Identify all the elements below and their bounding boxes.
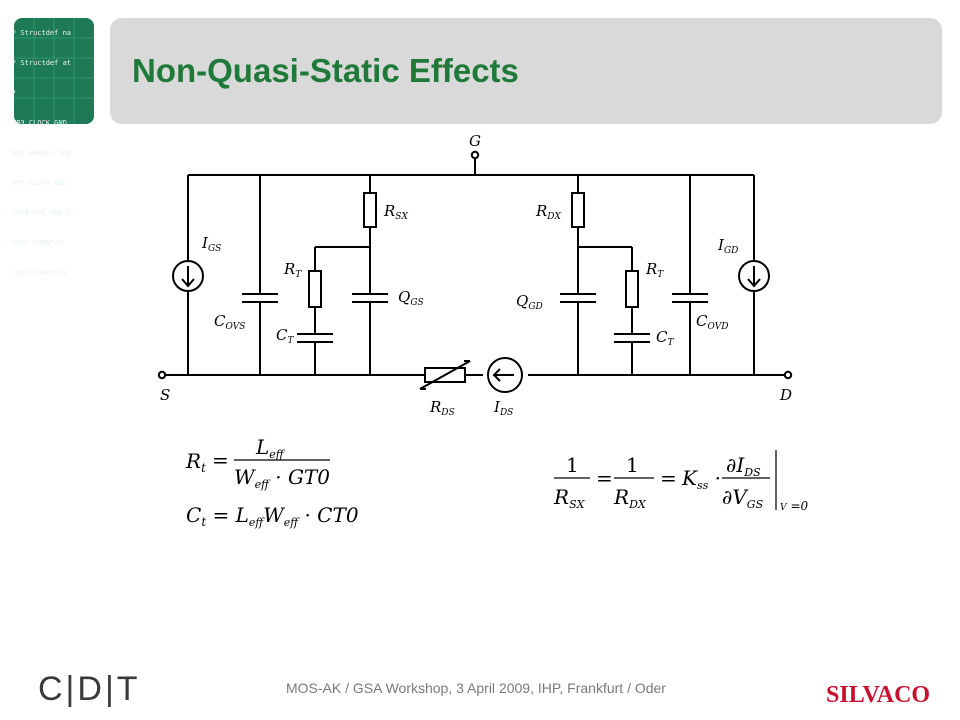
svg-text:Rt: Rt [185,449,206,475]
code-line: VP7 CLEAR GND [12,179,67,187]
rsx-rdx-equation: 1 RSX = 1 RDX = Kss · ∂IDS ∂VGS V=0 [553,450,809,513]
code-line: VP18 VDD GND D [12,209,72,217]
cdt-logo: C|D|T [38,670,141,708]
rt-equation: Rt = Leff Weff · GT0 [185,435,330,491]
node-g-label: G [469,132,481,150]
code-line: * [12,89,17,97]
svg-text:=: = [212,448,229,472]
svg-text:Ct = LeffWeff · CT0: Ct = LeffWeff · CT0 [186,503,359,529]
svg-text:=: = [596,466,613,490]
svg-text:1: 1 [626,453,639,477]
i-gs-label: IGS [201,234,221,254]
svg-text:∂VGS: ∂VGS [722,485,764,511]
svg-text:RSX: RSX [553,485,586,511]
r-dx-label: RDX [535,202,562,222]
node-d-label: D [779,386,792,404]
code-line: VP3 CLOCK GND [12,119,67,127]
svg-text:=: = [660,466,677,490]
ct-equation: Ct = LeffWeff · CT0 [186,503,359,529]
footer-text: MOS-AK / GSA Workshop, 3 April 2009, IHP… [286,680,666,696]
code-line: * Structdef na [12,29,72,37]
code-line: CP22 COUNT=3 [12,239,63,247]
nqs-equivalent-circuit: G S D IGS COVS RT CT RSX QGS RDX QGD RT … [157,132,793,418]
svg-text:Leff: Leff [255,435,286,461]
svg-text:S: S [160,386,170,404]
slide-title: Non-Quasi-Static Effects [132,52,519,89]
svg-text:∂IDS: ∂IDS [726,453,761,479]
node-s-label: S [160,386,170,404]
svg-text:G: G [469,132,481,150]
svg-text:RDX: RDX [613,485,647,511]
r-ds-label: RDS [429,398,455,418]
silvaco-logo: SILVACO [826,682,931,708]
code-logo-tile [14,18,94,124]
r-sx-label: RSX [383,202,408,222]
code-logo-grid [14,18,94,124]
svg-text:Weff · GT0: Weff · GT0 [234,465,330,491]
code-line: CP20 COUNT=12 [12,269,67,277]
svg-text:V=0: V=0 [780,499,809,513]
equations-area: Rt = Leff Weff · GT0 Ct = LeffWeff · CT0… [185,435,809,529]
code-line: VP4 ENABLE GND [12,149,72,157]
c-t-left-label: CT [276,326,294,346]
svg-text:Kss ·: Kss · [681,466,721,492]
c-ovd-label: COVD [696,312,728,332]
code-line: * Structdef at [12,59,72,67]
svg-text:D: D [779,386,792,404]
svg-text:1: 1 [566,453,579,477]
c-ovs-label: COVS [214,312,245,332]
q-gd-label: QGD [516,292,543,312]
i-ds-label: IDS [493,398,513,418]
i-gd-label: IGD [717,236,738,256]
code-snippet: * Structdef na * Structdef at * VP3 CLOC… [12,8,100,288]
title-bar [110,18,942,124]
r-t-left-label: RT [283,260,302,280]
q-gs-label: QGS [398,288,424,308]
r-t-right-label: RT [645,260,664,280]
c-t-right-label: CT [656,328,674,348]
